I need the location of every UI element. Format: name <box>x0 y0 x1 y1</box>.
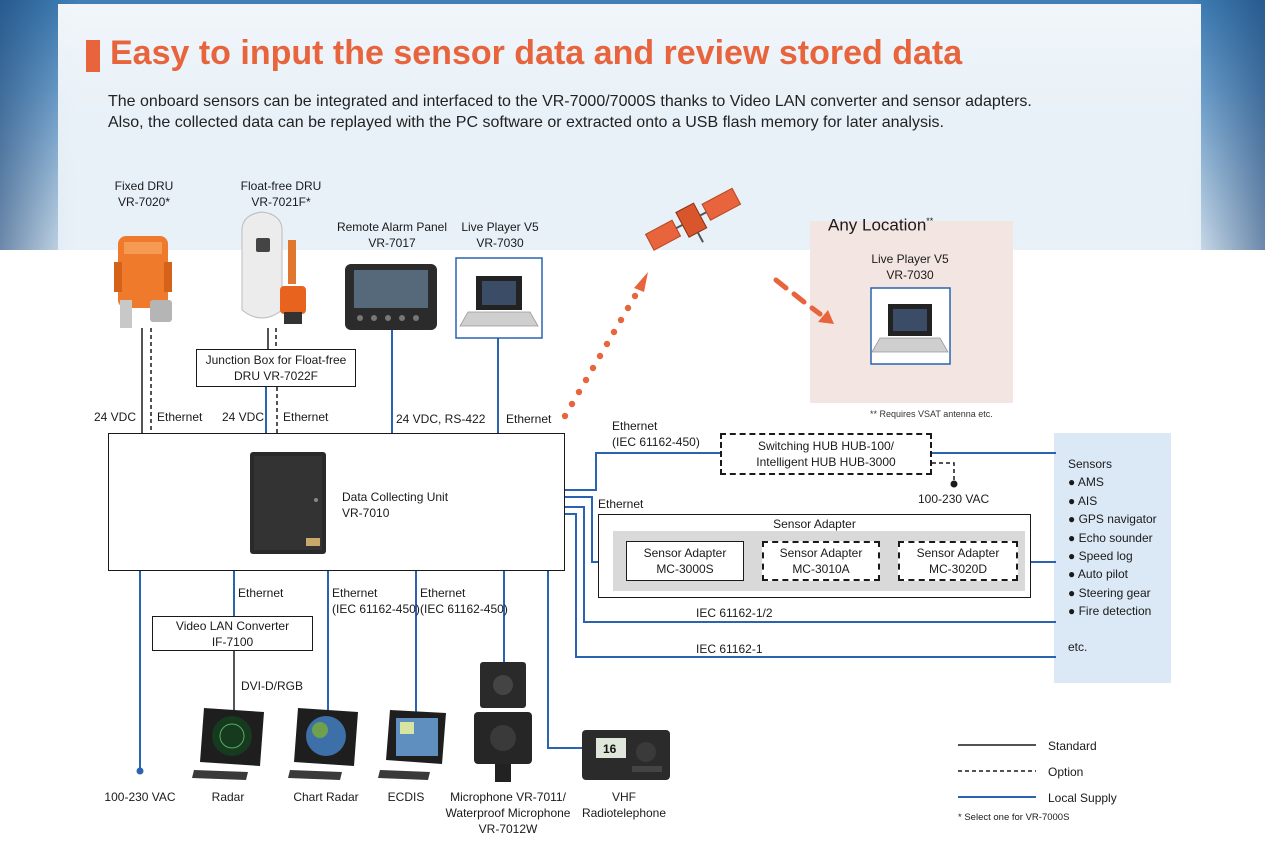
wire-hub-power <box>932 462 955 483</box>
wire-iec-1-2 <box>564 506 1056 623</box>
downlink-arrowhead <box>818 310 834 324</box>
sensor-adapter-mc-3010a: Sensor Adapter MC-3010A <box>762 541 880 581</box>
sensors-list: Sensors ● AMS ● AIS ● GPS navigator ● Ec… <box>1068 455 1157 621</box>
hub-power-dot <box>950 480 958 488</box>
radar-label: Radar <box>211 790 245 804</box>
satellite-icon <box>644 187 742 251</box>
sensors-etc: etc. <box>1068 640 1088 654</box>
sensor-item: ● GPS navigator <box>1068 512 1157 527</box>
fixed-dru-image <box>114 236 172 328</box>
lead-line-2: Also, the collected data can be replayed… <box>108 114 944 131</box>
switching-hub: Switching HUB HUB-100/ Intelligent HUB H… <box>720 433 932 475</box>
legend-note: * Select one for VR-7000S <box>958 812 1070 823</box>
chart-radar-label: Chart Radar <box>293 790 359 804</box>
remote-alarm-panel-label: Remote Alarm Panel VR-7017 <box>336 220 448 250</box>
power-left-dot <box>136 767 144 775</box>
data-collecting-unit <box>108 433 565 571</box>
sensor-item: ● AMS <box>1068 475 1104 490</box>
label-ethernet-3: Ethernet <box>506 412 552 426</box>
sensors-heading: Sensors <box>1068 457 1113 471</box>
label-ethernet-2: Ethernet <box>283 410 329 424</box>
live-player-label: Live Player V5 VR-7030 <box>461 220 539 250</box>
label-ethernet-adapter: Ethernet <box>598 497 644 511</box>
label-ethernet-1: Ethernet <box>157 410 203 424</box>
label-ethernet-ecdis: Ethernet (IEC 61162-450) <box>420 586 508 616</box>
legend-local-supply: Local Supply <box>1048 791 1117 805</box>
live-player-laptop-image <box>455 257 543 339</box>
sensor-adapter-group-title: Sensor Adapter <box>773 517 856 531</box>
vsat-note: ** Requires VSAT antenna etc. <box>870 409 993 419</box>
label-24vdc-2: 24 VDC <box>222 410 265 424</box>
label-hub-power: 100-230 VAC <box>918 492 990 506</box>
sensor-item: ● AIS <box>1068 493 1098 508</box>
microphone-label: Microphone VR-7011/ Waterproof Microphon… <box>445 790 571 836</box>
sensor-adapter-mc-3000s: Sensor Adapter MC-3000S <box>626 541 744 581</box>
label-ethernet-video: Ethernet <box>238 586 284 600</box>
wire-dcu-hub <box>564 452 720 491</box>
label-ethernet-chart: Ethernet (IEC 61162-450) <box>332 586 420 616</box>
legend-option: Option <box>1048 765 1084 779</box>
chart-radar-image <box>288 708 358 780</box>
page-title: Easy to input the sensor data and review… <box>110 34 963 72</box>
label-ethernet-hub: Ethernet (IEC 61162-450) <box>612 419 700 449</box>
any-location-title: Any Location** <box>828 215 934 235</box>
label-24vdc-rs422: 24 VDC, RS-422 <box>396 412 486 426</box>
wire-iec-1 <box>564 513 1056 658</box>
remote-live-player-image <box>870 287 951 365</box>
sensor-item: ● Speed log <box>1068 549 1133 564</box>
label-iec-1: IEC 61162-1 <box>696 642 763 656</box>
dcu-cabinet-image <box>250 452 326 554</box>
label-iec-1-2: IEC 61162-1/2 <box>696 606 773 620</box>
microphone-image <box>474 662 532 782</box>
sensor-item: ● Auto pilot <box>1068 567 1128 582</box>
legend-standard: Standard <box>1048 739 1097 753</box>
svg-text:16: 16 <box>603 742 617 756</box>
lead-line-1: The onboard sensors can be integrated an… <box>108 93 1032 110</box>
satellite-downlink-dashes <box>773 277 823 317</box>
sensors-panel <box>1054 433 1171 683</box>
video-lan-converter: Video LAN Converter IF-7100 <box>152 616 313 651</box>
satellite-uplink-dots <box>561 272 648 420</box>
fixed-dru-label: Fixed DRU VR-7020* <box>114 179 174 209</box>
vhf-label: VHF Radiotelephone <box>581 790 667 820</box>
title-accent-bar <box>86 40 100 72</box>
lead-text: The onboard sensors can be integrated an… <box>108 91 1032 133</box>
float-free-dru-label: Float-free DRU VR-7021F* <box>240 179 322 209</box>
dcu-label: Data Collecting Unit VR-7010 <box>342 490 449 520</box>
sensor-item: ● Echo sounder <box>1068 530 1153 545</box>
float-free-dru-image <box>241 211 306 324</box>
label-dvi: DVI-D/RGB <box>241 679 304 693</box>
vhf-radio-image: 16 <box>582 730 670 780</box>
junction-box: Junction Box for Float-free DRU VR-7022F <box>196 349 356 387</box>
ecdis-label: ECDIS <box>387 790 425 804</box>
ecdis-image <box>378 710 446 780</box>
header-panel <box>58 4 1201 250</box>
sensor-item: ● Fire detection <box>1068 604 1152 619</box>
radar-image <box>192 708 264 780</box>
label-24vdc-1: 24 VDC <box>94 410 137 424</box>
power-left-label: 100-230 VAC <box>104 790 176 804</box>
remote-alarm-panel-image <box>345 264 437 330</box>
wire-vhf <box>547 570 582 749</box>
sensor-adapter-mc-3020d: Sensor Adapter MC-3020D <box>898 541 1018 581</box>
remote-live-player-label: Live Player V5 VR-7030 <box>871 252 949 282</box>
sensor-item: ● Steering gear <box>1068 585 1151 600</box>
